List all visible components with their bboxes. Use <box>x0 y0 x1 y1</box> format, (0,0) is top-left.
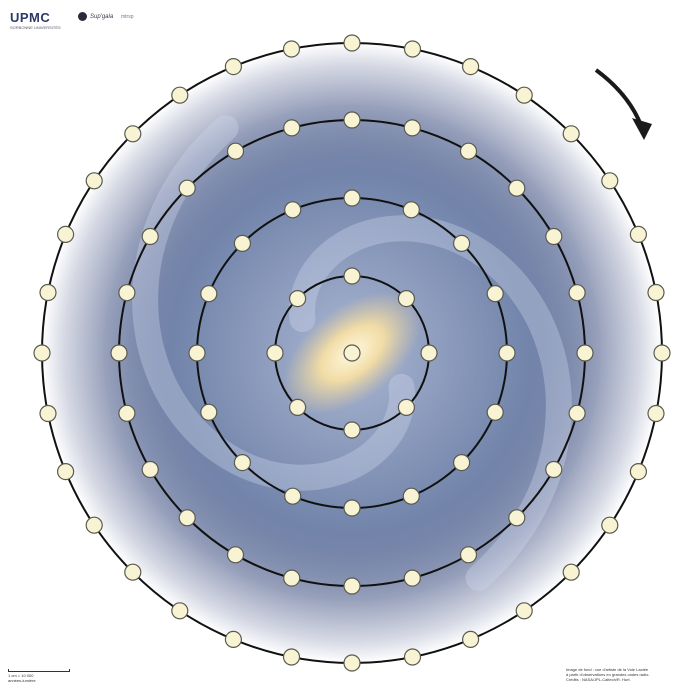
orbit-marker <box>403 119 421 137</box>
orbit-marker <box>402 487 420 505</box>
orbit-marker <box>459 546 478 564</box>
credits-line-2: à partir d'observations en grandes ondes… <box>566 672 650 677</box>
orbit-marker <box>33 344 51 362</box>
orbit-marker <box>224 57 242 76</box>
upmc-logo-text: UPMC <box>10 10 51 25</box>
orbit-marker <box>568 404 586 422</box>
credits-line-1: Image de fond : vue d'artiste de la Voie… <box>566 667 649 672</box>
orbit-marker <box>462 57 480 76</box>
center-marker <box>343 344 361 362</box>
orbit-marker <box>343 267 361 285</box>
orbit-marker <box>233 454 251 472</box>
orbit-marker <box>343 189 361 207</box>
orbit-marker <box>289 398 307 416</box>
orbit-marker <box>141 227 159 246</box>
orbit-marker <box>171 86 189 104</box>
orbit-marker <box>124 125 142 143</box>
orbit-marker <box>282 648 301 666</box>
scale-bar <box>8 669 70 672</box>
orbit-marker <box>515 602 533 620</box>
orbit-marker <box>508 509 526 527</box>
upmc-logo: UPMC SORBONNE UNIVERSITÉS <box>10 10 61 30</box>
orbit-marker <box>397 290 415 308</box>
orbit-marker <box>118 284 136 302</box>
orbit-marker <box>233 234 251 252</box>
orbit-marker <box>178 179 196 197</box>
orbit-marker <box>226 546 245 564</box>
orbit-marker <box>459 142 478 160</box>
image-credits: Image de fond : vue d'artiste de la Voie… <box>566 667 684 682</box>
orbit-marker <box>188 344 206 362</box>
orbit-marker <box>498 344 516 362</box>
scale-line-2: années-lumière <box>8 678 36 683</box>
orbit-marker <box>224 630 242 649</box>
orbit-marker <box>39 283 57 302</box>
orbit-marker <box>200 285 218 303</box>
orbit-marker <box>343 421 361 439</box>
orbit-marker <box>486 285 504 303</box>
orbit-marker <box>343 654 361 672</box>
orbit-marker <box>343 577 361 595</box>
orbit-marker <box>124 563 142 581</box>
orbit-marker <box>226 142 245 160</box>
orbit-marker <box>576 344 594 362</box>
orbit-marker <box>568 284 586 302</box>
orbit-marker <box>403 40 422 58</box>
orbit-marker <box>110 344 128 362</box>
orbit-marker <box>545 460 563 479</box>
orbit-marker <box>283 569 301 587</box>
orbit-marker <box>562 125 580 143</box>
credits-line-3: Crédits : NASA/JPL-Caltech/R. Hurt. <box>566 677 631 682</box>
orbit-marker <box>282 40 301 58</box>
orbit-marker <box>420 344 438 362</box>
orbit-marker <box>343 111 361 129</box>
orbit-marker <box>629 225 648 243</box>
orbit-marker <box>453 234 471 252</box>
orbit-markers <box>33 34 671 672</box>
small-logo: mtrsp <box>121 14 134 20</box>
orbit-marker <box>141 460 159 479</box>
orbit-marker <box>284 487 302 505</box>
orbit-marker <box>601 172 619 190</box>
orbit-marker <box>462 630 480 649</box>
orbit-marker <box>397 398 415 416</box>
orbit-marker <box>562 563 580 581</box>
orbit-marker <box>118 404 136 422</box>
orbit-marker <box>56 225 75 243</box>
orbit-marker <box>601 516 619 534</box>
orbit-marker <box>171 602 189 620</box>
orbit-marker <box>403 648 422 666</box>
orbit-marker <box>653 344 671 362</box>
orbit-marker <box>266 344 284 362</box>
orbit-marker <box>343 34 361 52</box>
upmc-logo-subtitle: SORBONNE UNIVERSITÉS <box>10 25 61 30</box>
orbit-marker <box>453 454 471 472</box>
rotation-arrow-head <box>632 118 652 140</box>
orbit-marker <box>403 569 421 587</box>
orbit-marker <box>85 172 103 190</box>
orbit-marker <box>508 179 526 197</box>
orbit-marker <box>647 404 665 423</box>
orbit-marker <box>284 201 302 219</box>
orbit-marker <box>402 201 420 219</box>
orbit-marker <box>515 86 533 104</box>
orbit-marker <box>486 403 504 421</box>
orbit-marker <box>647 283 665 302</box>
orbit-marker <box>200 403 218 421</box>
scale-line-1: 1 cm = 10 000 <box>8 673 34 678</box>
partner-logo-text: Sup'gala <box>90 13 114 20</box>
orbit-marker <box>289 290 307 308</box>
orbit-marker <box>56 463 75 481</box>
orbit-marker <box>178 509 196 527</box>
orbit-marker <box>85 516 103 534</box>
orbit-marker <box>629 463 648 481</box>
orbit-marker <box>343 499 361 517</box>
orbit-marker <box>39 404 57 423</box>
orbit-marker <box>283 119 301 137</box>
scale-legend: 1 cm = 10 000 années-lumière <box>8 669 70 683</box>
partner-logo-mark <box>78 12 87 21</box>
orbit-marker <box>545 227 563 246</box>
partner-logo: Sup'gala <box>78 12 113 21</box>
